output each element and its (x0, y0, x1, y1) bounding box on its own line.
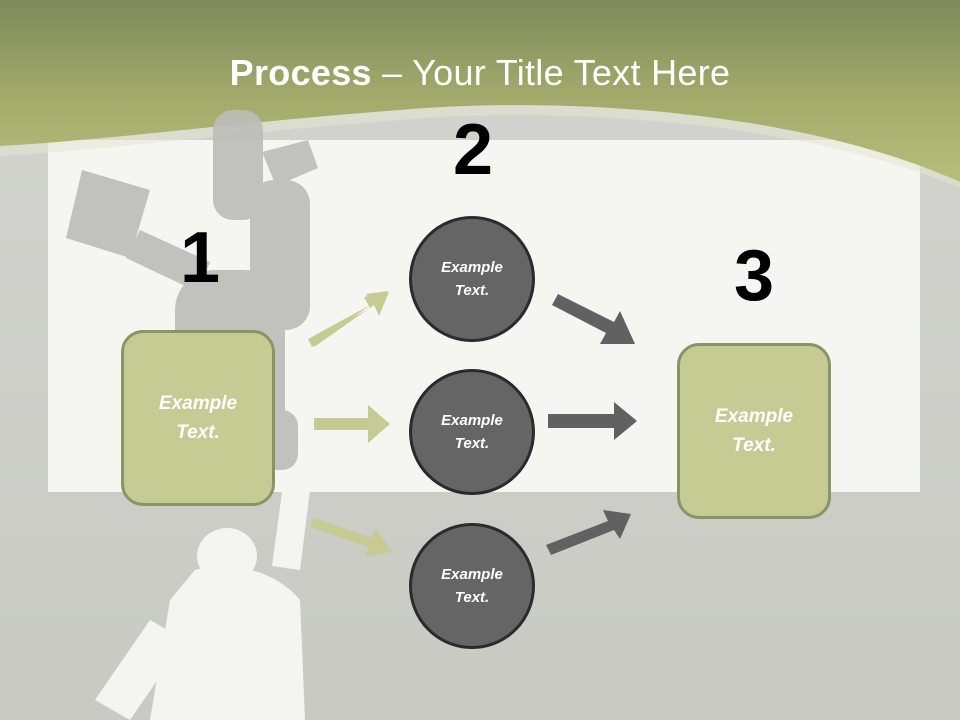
step-number-3: 3 (733, 236, 775, 316)
arrows-dark (546, 294, 637, 555)
arrow-from-middle-circle (548, 402, 637, 440)
circle-top: Example Text. (409, 216, 535, 342)
step-number-1: 1 (179, 218, 221, 298)
circle-bottom: Example Text. (409, 523, 535, 649)
title-bold: Process (229, 52, 372, 93)
arrow-from-top-circle (552, 294, 635, 344)
header-band (0, 0, 960, 182)
circle-top-line1: Example (441, 259, 503, 276)
title-rest: – Your Title Text Here (371, 52, 731, 93)
circle-middle-line2: Text. (454, 435, 490, 452)
circle-middle-line1: Example (441, 412, 503, 429)
light-figure (95, 470, 312, 720)
page-title: Process – Your Title Text Here (0, 52, 960, 94)
arrow-from-bottom-circle (546, 510, 631, 555)
left-box: Example Text. (121, 330, 275, 506)
left-box-line1: Example (158, 393, 238, 414)
circle-bottom-line2: Text. (454, 589, 490, 606)
arrows-light (308, 291, 392, 557)
right-box-line2: Text. (732, 435, 776, 456)
step-number-2: 2 (452, 110, 494, 190)
circle-bottom-line1: Example (441, 566, 503, 583)
arrow-to-middle-circle (314, 405, 390, 443)
right-box: Example Text. (677, 343, 831, 519)
left-box-line2: Text. (176, 422, 220, 443)
circle-top-line2: Text. (454, 282, 490, 299)
right-box-line1: Example (714, 406, 794, 427)
arrow-to-bottom-circle (310, 518, 392, 557)
circle-middle: Example Text. (409, 369, 535, 495)
